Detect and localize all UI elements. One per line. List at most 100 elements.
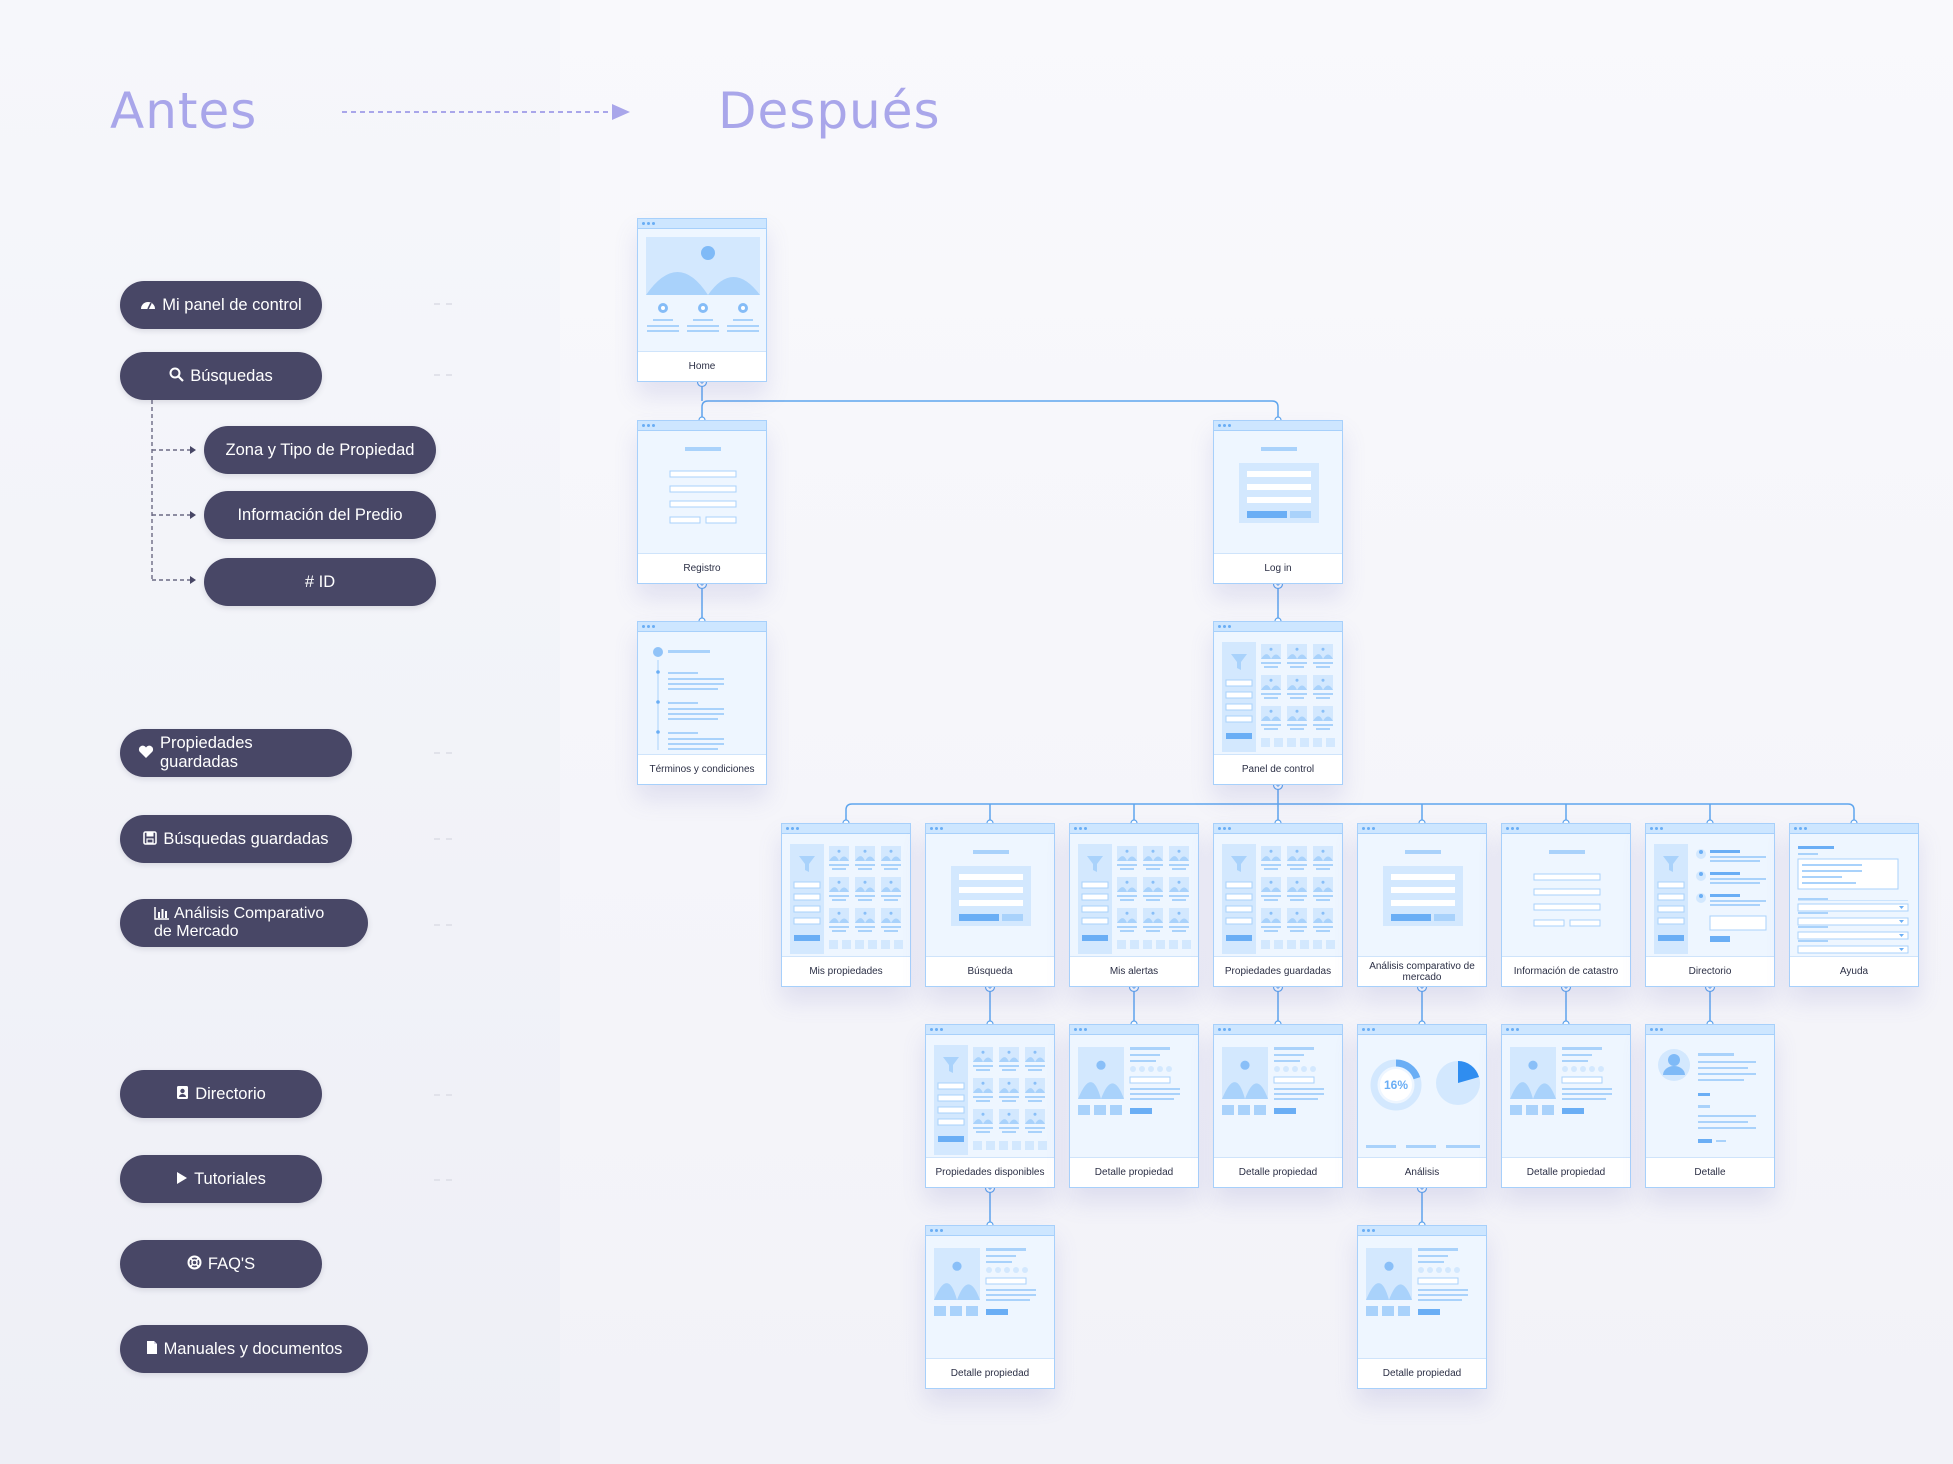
sitemap-card-label: Ayuda xyxy=(1790,956,1918,986)
window-titlebar xyxy=(926,824,1054,834)
wireframe-thumbnail xyxy=(1222,1047,1324,1115)
wireframe-thumbnail xyxy=(1510,1047,1612,1115)
window-titlebar xyxy=(926,1025,1054,1035)
submenu-tree-connector xyxy=(151,400,196,584)
sitemap-card-label: Búsqueda xyxy=(926,956,1054,986)
divider-mark xyxy=(434,303,452,305)
sitemap-card-label: Home xyxy=(638,351,766,381)
menu-tutoriales[interactable]: Tutoriales xyxy=(120,1155,322,1203)
sitemap-card-login[interactable]: Log in xyxy=(1213,420,1343,584)
sitemap-card-terminos[interactable]: Términos y condiciones xyxy=(637,621,767,785)
window-titlebar xyxy=(1214,421,1342,431)
wireframe-thumbnail xyxy=(1078,1047,1180,1115)
sitemap-card-directorio[interactable]: Directorio xyxy=(1645,823,1775,987)
window-titlebar xyxy=(1070,1025,1198,1035)
sitemap-card-analisis[interactable]: 16%Análisis xyxy=(1357,1024,1487,1188)
sitemap-card-acm[interactable]: Análisis comparativo de mercado xyxy=(1357,823,1487,987)
divider-mark xyxy=(434,924,452,926)
divider-mark xyxy=(434,1179,452,1181)
sitemap-card-ayuda[interactable]: Ayuda xyxy=(1789,823,1919,987)
menu-label: Propiedades guardadas xyxy=(160,734,253,771)
lifebuoy-icon xyxy=(187,1255,202,1273)
after-heading: Después xyxy=(718,82,941,140)
wireframe-thumbnail xyxy=(934,1045,1047,1155)
wireframe-thumbnail xyxy=(669,447,737,524)
divider-mark xyxy=(434,1094,452,1096)
sitemap-card-catastro[interactable]: Información de catastro xyxy=(1501,823,1631,987)
sitemap-card-det_guardadas[interactable]: Detalle propiedad xyxy=(1213,1024,1343,1188)
sitemap-card-label: Detalle propiedad xyxy=(1070,1157,1198,1187)
sitemap-card-label: Log in xyxy=(1214,553,1342,583)
wireframe-thumbnail xyxy=(646,237,760,332)
window-titlebar xyxy=(1502,824,1630,834)
heart-icon xyxy=(138,745,154,762)
sitemap-card-label: Propiedades guardadas xyxy=(1214,956,1342,986)
menu-mi-panel-de-control[interactable]: Mi panel de control xyxy=(120,281,322,329)
menu-manuales-documentos[interactable]: Manuales y documentos xyxy=(120,1325,368,1373)
menu-label: # ID xyxy=(304,572,336,591)
sitemap-card-det_alertas[interactable]: Detalle propiedad xyxy=(1069,1024,1199,1188)
window-titlebar xyxy=(1214,824,1342,834)
divider-mark xyxy=(434,374,452,376)
sitemap-card-mis_prop[interactable]: Mis propiedades xyxy=(781,823,911,987)
sitemap-card-label: Panel de control xyxy=(1214,754,1342,784)
wireframe-thumbnail xyxy=(790,844,903,954)
sitemap-card-label: Detalle propiedad xyxy=(1502,1157,1630,1187)
before-heading: Antes xyxy=(110,82,258,140)
window-titlebar xyxy=(1646,824,1774,834)
window-titlebar xyxy=(1646,1025,1774,1035)
menu-label: FAQ'S xyxy=(207,1254,256,1273)
wireframe-thumbnail xyxy=(1366,1248,1468,1316)
sitemap-card-alertas[interactable]: Mis alertas xyxy=(1069,823,1199,987)
wireframe-thumbnail xyxy=(653,647,724,750)
divider-mark xyxy=(434,752,452,754)
sitemap-card-disponibles[interactable]: Propiedades disponibles xyxy=(925,1024,1055,1188)
wireframe-thumbnail xyxy=(951,850,1031,926)
sitemap-card-label: Información de catastro xyxy=(1502,956,1630,986)
menu-directorio[interactable]: Directorio xyxy=(120,1070,322,1118)
menu-zona-tipo-propiedad[interactable]: Zona y Tipo de Propiedad xyxy=(204,426,436,474)
sitemap-card-detalle_dir[interactable]: Detalle xyxy=(1645,1024,1775,1188)
window-titlebar xyxy=(1358,1226,1486,1236)
wireframe-thumbnail xyxy=(1222,642,1335,752)
menu-busquedas-guardadas[interactable]: Búsquedas guardadas xyxy=(120,815,352,863)
wireframe-thumbnail xyxy=(934,1248,1036,1316)
sitemap-card-label: Registro xyxy=(638,553,766,583)
sitemap-card-home[interactable]: Home xyxy=(637,218,767,382)
wireframe-thumbnail xyxy=(1383,850,1463,926)
sitemap-card-label: Detalle propiedad xyxy=(926,1358,1054,1388)
window-titlebar xyxy=(638,219,766,229)
menu-informacion-predio[interactable]: Información del Predio xyxy=(204,491,436,539)
window-titlebar xyxy=(1790,824,1918,834)
bar-chart-icon xyxy=(154,906,170,923)
menu-faqs[interactable]: FAQ'S xyxy=(120,1240,322,1288)
menu-busquedas[interactable]: Búsquedas xyxy=(120,352,322,400)
sitemap-card-panel[interactable]: Panel de control xyxy=(1213,621,1343,785)
menu-analisis-comparativo[interactable]: Análisis Comparativo de Mercado xyxy=(120,899,368,947)
window-titlebar xyxy=(1358,1025,1486,1035)
window-titlebar xyxy=(1070,824,1198,834)
sitemap-card-label: Análisis comparativo de mercado xyxy=(1358,956,1486,986)
sitemap-card-det_analisis[interactable]: Detalle propiedad xyxy=(1357,1225,1487,1389)
sitemap-card-registro[interactable]: Registro xyxy=(637,420,767,584)
menu-label: Mi panel de control xyxy=(162,295,302,314)
menu-label: Análisis Comparativo de Mercado xyxy=(154,905,325,940)
window-titlebar xyxy=(926,1226,1054,1236)
menu-label: Búsquedas guardadas xyxy=(163,829,329,848)
menu-id[interactable]: # ID xyxy=(204,558,436,606)
menu-label: Zona y Tipo de Propiedad xyxy=(225,440,415,459)
menu-label: Manuales y documentos xyxy=(163,1339,343,1358)
wireframe-thumbnail xyxy=(1658,1049,1756,1143)
sitemap-card-label: Detalle xyxy=(1646,1157,1774,1187)
sitemap-card-det_catastro[interactable]: Detalle propiedad xyxy=(1501,1024,1631,1188)
contact-book-icon xyxy=(176,1085,189,1103)
sitemap-card-guardadas[interactable]: Propiedades guardadas xyxy=(1213,823,1343,987)
window-titlebar xyxy=(1214,622,1342,632)
wireframe-thumbnail: 16% xyxy=(1366,1059,1480,1148)
wireframe-thumbnail xyxy=(1078,844,1191,954)
sitemap-card-det_disponibles[interactable]: Detalle propiedad xyxy=(925,1225,1055,1389)
sitemap-card-busqueda[interactable]: Búsqueda xyxy=(925,823,1055,987)
sitemap-card-label: Detalle propiedad xyxy=(1358,1358,1486,1388)
menu-label: Directorio xyxy=(195,1084,266,1103)
menu-propiedades-guardadas[interactable]: Propiedades guardadas xyxy=(120,729,352,777)
